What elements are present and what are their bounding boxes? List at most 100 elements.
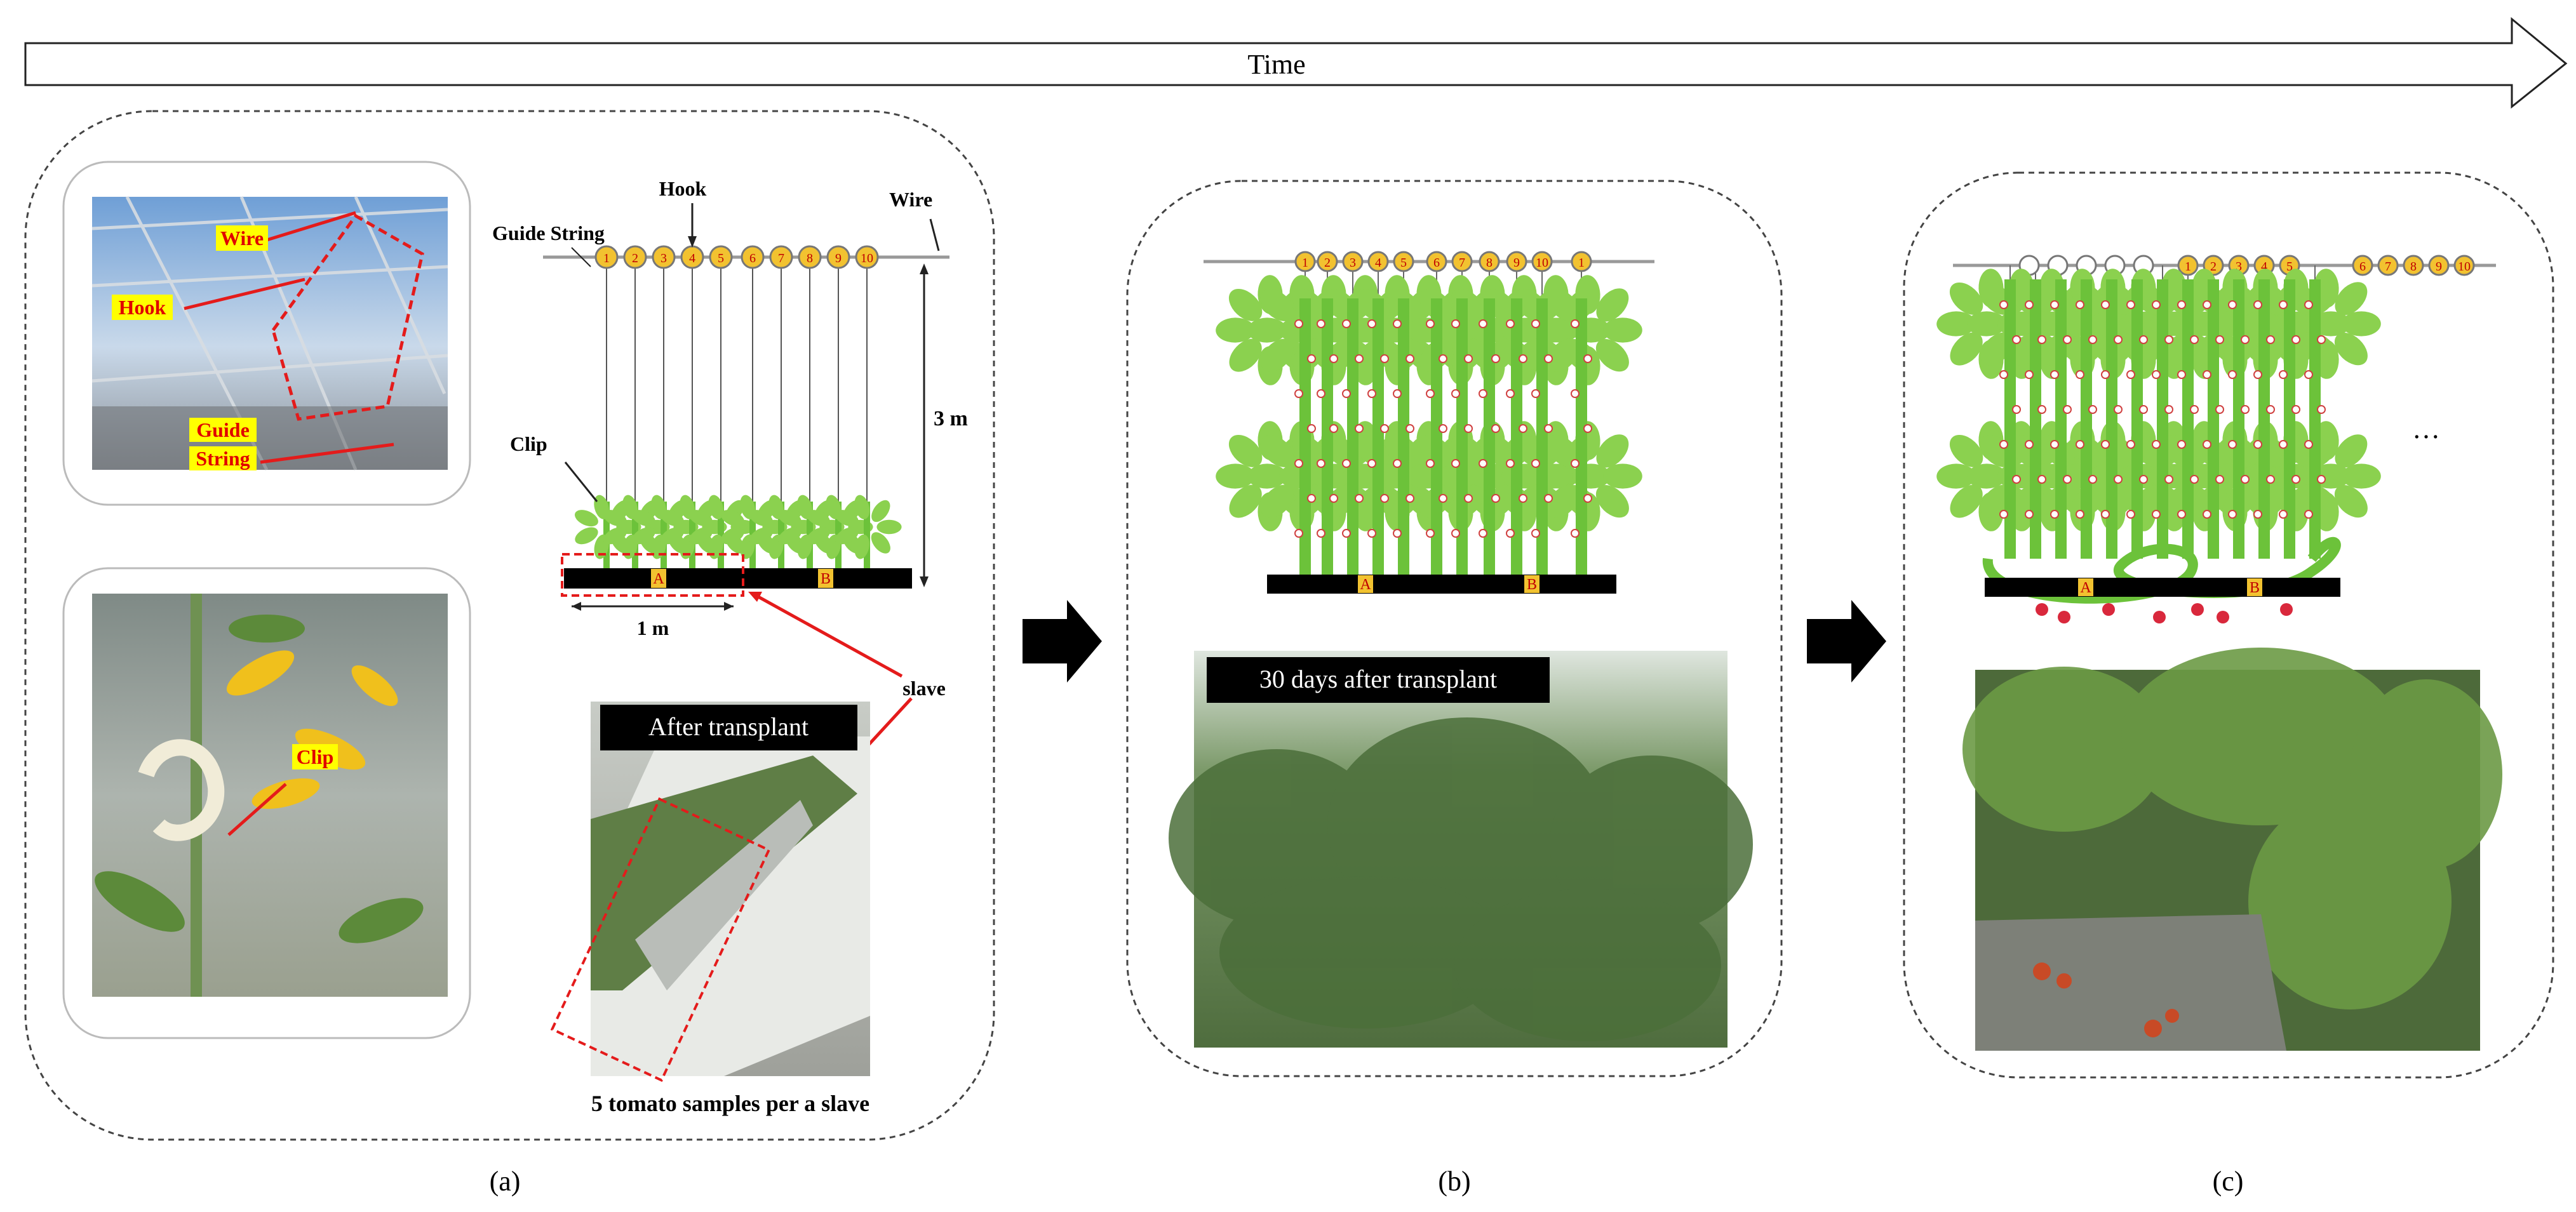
label-clip-diagram: Clip <box>510 432 547 455</box>
hook-icon <box>2403 255 2424 276</box>
hook-number: 3 <box>1350 256 1356 270</box>
photo-greenhouse-structure: Wire Hook Guide String <box>62 161 471 506</box>
young-plants <box>574 495 902 568</box>
hook-icon <box>1367 251 1389 272</box>
caption-5-samples: 5 tomato samples per a slave <box>591 1091 869 1116</box>
hook-icon <box>798 245 822 269</box>
ellipsis: … <box>2412 413 2440 444</box>
hook-number: 9 <box>2436 260 2442 274</box>
hook-icon <box>623 245 647 269</box>
grown-plants-b <box>1216 275 1642 575</box>
hook-icon <box>2453 255 2475 276</box>
hook-number: 9 <box>835 251 842 265</box>
label-clip-photo: Clip <box>297 745 334 768</box>
hook-number: 10 <box>1536 256 1548 270</box>
lowered-plants-c <box>1936 269 2381 623</box>
hook-icon <box>2352 255 2373 276</box>
hook-icon <box>826 245 850 269</box>
hook-number: 7 <box>2385 260 2391 274</box>
hook-number: 10 <box>2458 260 2471 274</box>
hook-icon <box>1294 251 1316 272</box>
hook-icon <box>769 245 793 269</box>
banner-after-transplant: After transplant <box>648 712 808 741</box>
hook-number: 5 <box>2286 260 2293 274</box>
hook-icon <box>1571 251 1592 272</box>
hook-number: 3 <box>2236 260 2242 274</box>
hook-row: 1 2 3 4 5 6 7 8 9 10 <box>594 245 879 269</box>
slab-bar-c <box>1985 578 2340 597</box>
banner-30-days: 30 days after transplant <box>1259 665 1497 693</box>
hook-number: 8 <box>807 251 813 265</box>
hook-number: 6 <box>749 251 756 265</box>
hook-icon <box>652 245 676 269</box>
step-arrow-1 <box>1023 600 1102 683</box>
label-wire-diagram: Wire <box>889 188 932 211</box>
slab-b-label-a: A <box>1360 576 1371 593</box>
photo-mature-crop <box>1962 648 2502 1051</box>
hook-number: 4 <box>2261 260 2267 274</box>
label-string: String <box>196 447 250 470</box>
time-arrow: Time <box>24 17 2568 109</box>
slab-c-label-b: B <box>2250 580 2260 596</box>
hook-number: 5 <box>1400 256 1407 270</box>
slab-bar <box>564 568 912 589</box>
hook-icon <box>1479 251 1500 272</box>
label-hook: Hook <box>119 296 166 319</box>
hook-number: 5 <box>718 251 724 265</box>
hook-icon <box>2377 255 2399 276</box>
hook-number: 1 <box>1578 256 1585 270</box>
hook-icon <box>2177 255 2199 276</box>
label-wire: Wire <box>220 227 264 250</box>
hook-number: 10 <box>861 251 873 265</box>
hook-icon <box>741 245 765 269</box>
hook-icon <box>709 245 733 269</box>
caption-a: (a) <box>490 1166 521 1197</box>
panel-a-frame <box>24 110 995 1141</box>
hook-icon <box>1506 251 1527 272</box>
hook-number: 8 <box>1486 256 1493 270</box>
hook-number: 1 <box>2185 260 2191 274</box>
label-3m: 3 m <box>934 407 968 430</box>
hook-icon <box>594 245 619 269</box>
hook-number: 4 <box>689 251 695 265</box>
panel-c-frame <box>1903 171 2554 1079</box>
hook-number: 3 <box>661 251 667 265</box>
caption-b: (b) <box>1438 1166 1470 1197</box>
slab-label-b: B <box>821 571 831 587</box>
hook-icon <box>855 245 879 269</box>
hook-icon <box>1393 251 1414 272</box>
step-arrow-2 <box>1807 600 1886 683</box>
hook-number: 6 <box>1433 256 1440 270</box>
hook-icon <box>1317 251 1338 272</box>
label-hook-diagram: Hook <box>659 177 707 200</box>
label-slave: slave <box>902 677 946 700</box>
hook-number: 2 <box>1324 256 1331 270</box>
label-1m: 1 m <box>637 616 669 639</box>
hook-icon <box>1426 251 1447 272</box>
photo-after-transplant: After transplant <box>550 702 870 1082</box>
panel-b-frame <box>1126 180 1783 1077</box>
label-guide: Guide <box>196 418 250 441</box>
slab-c-label-a: A <box>2080 580 2091 596</box>
hook-number: 7 <box>778 251 784 265</box>
label-guide-string-diagram: Guide String <box>492 222 605 244</box>
hook-number: 1 <box>603 251 610 265</box>
panel-a: Wire Hook Guide String <box>24 110 995 1141</box>
slab-bar-b <box>1267 575 1616 594</box>
time-label: Time <box>1247 49 1305 80</box>
photo-clip-closeup: Clip <box>62 567 471 1039</box>
hook-number: 6 <box>2359 260 2366 274</box>
hook-number: 2 <box>632 251 638 265</box>
hook-icon <box>1342 251 1364 272</box>
hook-icon <box>1451 251 1473 272</box>
hook-number: 9 <box>1513 256 1520 270</box>
hook-number: 8 <box>2410 260 2417 274</box>
caption-c: (c) <box>2213 1166 2244 1197</box>
hook-icon <box>2428 255 2450 276</box>
hook-number: 7 <box>1459 256 1465 270</box>
